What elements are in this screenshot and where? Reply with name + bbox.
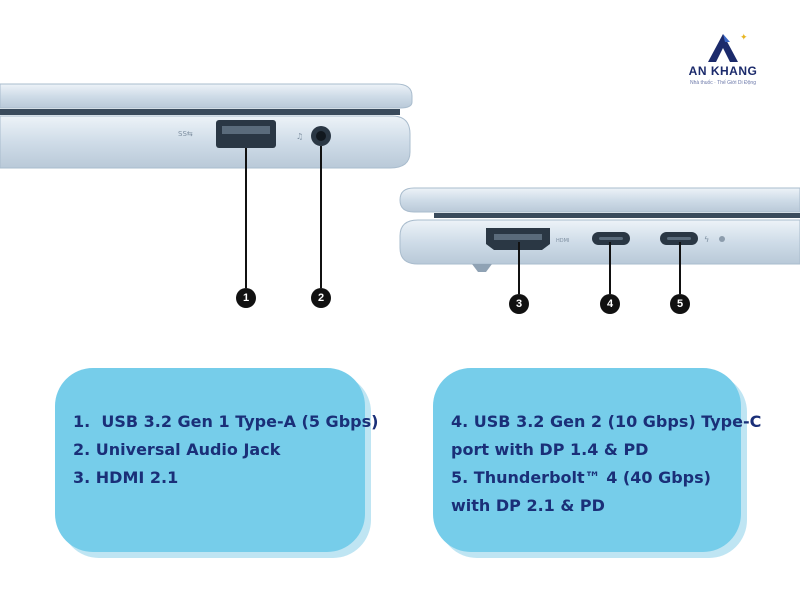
svg-text:♫: ♫ [296,132,303,141]
leader-line-4 [609,242,611,294]
spec-item: with DP 2.1 & PD [451,496,605,515]
leader-line-2 [320,146,322,288]
spec-item: 3. HDMI 2.1 [73,468,179,487]
leader-line-1 [245,148,247,288]
spec-item: 5. Thunderbolt™ 4 (40 Gbps) [451,468,711,487]
audio-jack-icon [311,126,331,146]
spec-box-left: 1. USB 3.2 Gen 1 Type-A (5 Gbps) 2. Univ… [55,368,378,552]
logo-name: AN KHANG [688,64,758,78]
marker-4: 4 [600,294,620,314]
svg-text:SS⇆: SS⇆ [178,130,193,138]
marker-1: 1 [236,288,256,308]
laptop-left-side-image: SS⇆ ♫ [0,83,413,169]
hdmi-port-icon [486,228,550,250]
an-khang-logo: ✦ AN KHANG Nhà thuốc · Thế Giới Di Động [678,28,768,98]
spec-item: 2. Universal Audio Jack [73,440,281,459]
leader-line-5 [679,242,681,294]
svg-text:✦: ✦ [740,33,748,43]
usb-a-port-icon [216,120,276,148]
laptop-right-side-image: HDMI ϟ [399,187,800,272]
status-led-icon [719,236,725,242]
spec-item: 4. USB 3.2 Gen 2 (10 Gbps) Type-C [451,412,762,431]
spec-box-right: 4. USB 3.2 Gen 2 (10 Gbps) Type-C port w… [433,368,761,552]
usb-c-port-icon [592,232,630,245]
marker-3: 3 [509,294,529,314]
spec-list-left: 1. USB 3.2 Gen 1 Type-A (5 Gbps) 2. Univ… [73,408,378,492]
marker-2: 2 [311,288,331,308]
marker-5: 5 [670,294,690,314]
svg-text:ϟ: ϟ [704,235,709,244]
svg-text:HDMI: HDMI [556,238,569,244]
spec-item: 1. USB 3.2 Gen 1 Type-A (5 Gbps) [73,412,379,431]
logo-mark-icon: ✦ [708,33,748,62]
leader-line-3 [518,242,520,294]
spec-item: port with DP 1.4 & PD [451,440,649,459]
spec-list-right: 4. USB 3.2 Gen 2 (10 Gbps) Type-C port w… [451,408,761,520]
logo-tagline: Nhà thuốc · Thế Giới Di Động [690,80,756,86]
thunderbolt-port-icon [660,232,698,245]
